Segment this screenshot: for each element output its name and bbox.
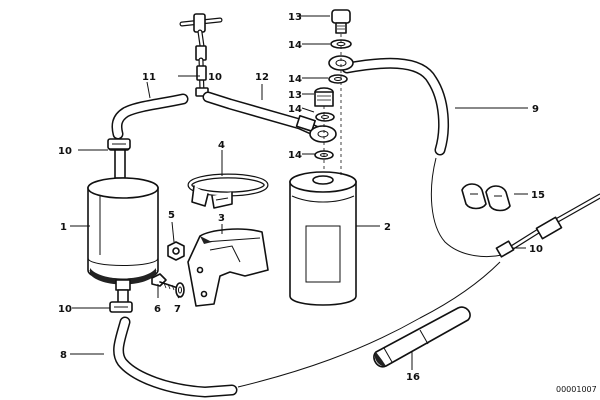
fuel-accumulator-2 [289,171,357,306]
callout-2: 2 [384,222,391,233]
callout-labels: 13 14 14 13 14 14 10 11 12 10 1 2 9 4 3 … [58,12,545,383]
callout-10-filter-top: 10 [58,146,72,157]
callout-12: 12 [255,72,269,83]
bolt-6 [151,273,179,291]
leader-lines [70,15,528,370]
mounting-strap-4 [187,173,269,209]
callout-14-b: 14 [288,74,302,85]
callout-15: 15 [531,190,545,201]
protective-sleeve-16 [373,306,471,368]
fuel-filter-1 [87,141,159,309]
hose-clamp-10-upper [107,138,131,150]
callout-9: 9 [532,104,539,115]
callout-11: 11 [142,72,156,83]
fuel-line-right [495,193,600,258]
callout-14-c: 14 [288,104,302,115]
banjo-fitting-9 [328,55,354,71]
callout-13-top: 13 [288,12,302,23]
sealing-washer-14-b [328,74,348,84]
callout-16: 16 [406,372,420,383]
banjo-fitting-12 [309,125,337,143]
callout-1: 1 [60,222,67,233]
reference-number: 00001007 [556,385,597,394]
callout-5: 5 [168,210,175,221]
mounting-bracket-3 [187,228,269,307]
callout-7: 7 [174,304,181,315]
callout-14-d: 14 [288,150,302,161]
callout-10-right: 10 [529,244,543,255]
callout-13-lower: 13 [288,90,302,101]
callout-6: 6 [154,304,161,315]
t-piece-fitting [179,13,223,97]
callout-14-a: 14 [288,40,302,51]
callout-8: 8 [60,350,67,361]
fuel-hose-12 [202,91,324,138]
assembly-axis-lines [323,34,342,176]
fuel-hose-8 [113,261,501,398]
reference-number-group: 00001007 [556,385,597,394]
fuel-hose-11 [111,93,189,140]
hose-clamp-10-lower [109,301,133,313]
washer-7 [175,282,185,298]
callout-3: 3 [218,213,225,224]
callout-4: 4 [218,140,225,151]
retaining-clip-15 [461,183,511,212]
callout-10-filter-bottom: 10 [58,304,72,315]
banjo-bolt-13-lower [314,87,334,107]
callout-10-top: 10 [208,72,222,83]
nut-5 [167,241,185,261]
fuel-hose-9 [341,57,503,257]
sealing-washer-14-c [315,112,335,122]
banjo-bolt-13-top [331,9,351,34]
